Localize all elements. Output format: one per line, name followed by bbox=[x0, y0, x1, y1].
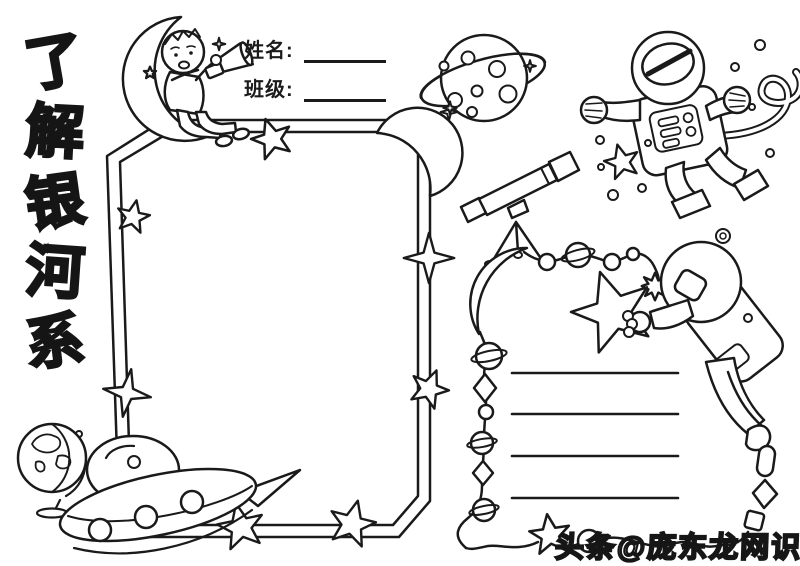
class-row: 班级: bbox=[244, 73, 386, 102]
title-char: 河 bbox=[22, 237, 87, 309]
class-label: 班级: bbox=[244, 79, 294, 101]
saturn-planet-illustration bbox=[419, 33, 547, 123]
title-char: 了 bbox=[19, 24, 90, 101]
astronaut-reaching-star bbox=[560, 240, 784, 547]
title-char: 解 bbox=[23, 97, 87, 168]
title-char: 系 bbox=[21, 305, 90, 380]
floating-astronaut-illustration bbox=[579, 30, 800, 220]
student-info-form: 姓名: 班级: bbox=[244, 34, 386, 112]
writing-lines bbox=[510, 371, 680, 500]
desk-globe-illustration bbox=[16, 422, 88, 519]
ufo-illustration bbox=[58, 434, 302, 555]
name-label: 姓名: bbox=[244, 40, 294, 62]
spyglass-icon bbox=[204, 41, 255, 80]
panel-moon-decoration bbox=[469, 246, 529, 336]
right-writing-panel bbox=[456, 228, 784, 556]
telescope-illustration bbox=[459, 150, 581, 268]
title-char: 银 bbox=[20, 165, 89, 240]
name-row: 姓名: bbox=[244, 34, 386, 63]
watermark-text: 头条@庞东龙网识 bbox=[553, 531, 800, 565]
name-blank-line bbox=[303, 44, 386, 63]
class-blank-line bbox=[303, 83, 386, 102]
crescent-moon-frame-corner bbox=[375, 106, 464, 198]
page-title: 了 解 银 河 系 bbox=[16, 24, 94, 380]
boy-on-moon-illustration bbox=[121, 15, 255, 148]
